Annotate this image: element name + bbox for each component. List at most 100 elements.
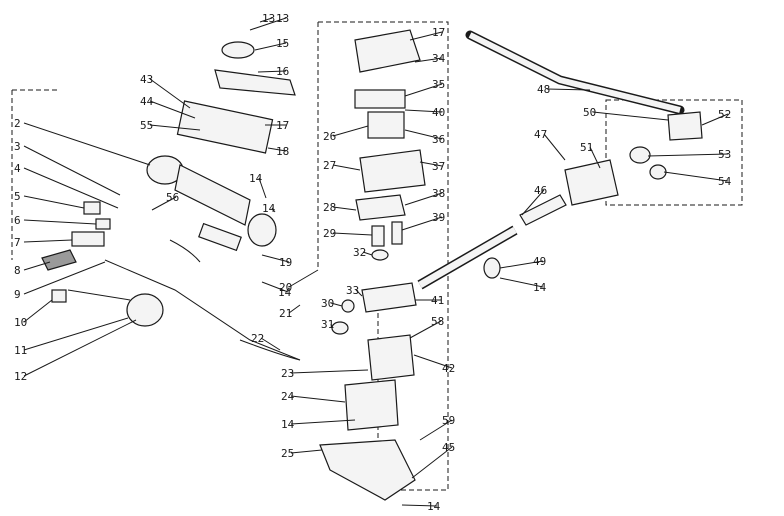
callout-label-8: 8 (14, 264, 21, 277)
callout-label-31: 31 (321, 318, 334, 331)
leader-line (401, 216, 443, 231)
part-7 (71, 231, 105, 247)
callout-label-59: 59 (442, 414, 455, 427)
leader-line (663, 171, 729, 182)
part-39 (391, 221, 403, 245)
part-34-cover (354, 29, 421, 73)
part-10 (51, 289, 67, 303)
leader-line (290, 449, 323, 454)
callout-label-13: 13 (276, 12, 289, 25)
leader-line (409, 31, 443, 41)
part-52-valve (667, 111, 703, 141)
leader-line (419, 161, 443, 167)
callout-label-58: 58 (431, 315, 444, 328)
leader-line (332, 206, 357, 211)
leader-line (23, 195, 85, 209)
callout-label-42: 42 (442, 362, 455, 375)
callout-label-49: 49 (533, 255, 546, 268)
part-35 (354, 89, 406, 109)
leader-line (546, 88, 591, 91)
leader-line (499, 260, 544, 269)
callout-label-9: 9 (14, 288, 21, 301)
leader-line (409, 320, 442, 339)
leader-line (23, 261, 106, 295)
leader-line (404, 83, 443, 97)
callout-label-22: 22 (251, 332, 264, 345)
callout-label-14: 14 (281, 418, 295, 431)
left-outline (11, 89, 60, 260)
callout-label-38: 38 (432, 187, 445, 200)
leader-line (23, 261, 51, 271)
leader-line (419, 419, 453, 441)
part-33-bracket (361, 282, 417, 313)
part-54 (649, 164, 667, 180)
callout-label-43: 43 (140, 73, 153, 86)
leader-line (267, 147, 287, 152)
leader-line (249, 17, 287, 31)
part-36 (367, 111, 405, 139)
leader-line (254, 42, 287, 51)
leader-line (401, 504, 438, 507)
leader-line (23, 219, 97, 225)
callout-label-53: 53 (718, 148, 731, 161)
callout-label-14: 14 (249, 172, 263, 185)
part-47-regulator (564, 159, 619, 206)
part-6 (95, 218, 111, 230)
leader-line (290, 419, 356, 425)
callout-label-19: 19 (279, 256, 292, 269)
callout-label-4: 4 (14, 162, 21, 175)
part-53 (629, 146, 651, 164)
part-8 (41, 249, 77, 271)
callout-label-54: 54 (718, 175, 732, 188)
leader-line (404, 129, 443, 140)
leader-line (257, 70, 287, 73)
leader-line (23, 299, 53, 323)
leader-line (332, 164, 361, 171)
callout-label-35: 35 (432, 78, 445, 91)
part-30 (341, 299, 355, 313)
part-5 (83, 201, 101, 215)
callout-label-10: 10 (14, 316, 27, 329)
leader-line (271, 207, 276, 213)
leader-line (23, 167, 119, 209)
callout-label-44: 44 (140, 95, 154, 108)
callout-label-46: 46 (534, 184, 547, 197)
leader-line (288, 304, 301, 314)
callout-label-56: 56 (166, 191, 179, 204)
leader-line (290, 395, 346, 403)
callout-label-5: 5 (14, 190, 21, 203)
callout-label-12: 12 (14, 370, 27, 383)
callout-label-11: 11 (14, 344, 27, 357)
leader-line (23, 122, 151, 166)
part-43-panel (176, 100, 274, 154)
leader-line (332, 232, 373, 236)
leader-line (258, 177, 267, 199)
part-32 (371, 249, 389, 261)
callout-label-29: 29 (323, 227, 336, 240)
callout-label-2: 2 (14, 117, 21, 130)
leader-line (414, 57, 443, 63)
part-15 (221, 41, 255, 59)
leader-line (260, 337, 281, 351)
leader-line (330, 302, 343, 307)
callout-label-17: 17 (432, 26, 445, 39)
callout-label-18: 18 (276, 145, 289, 158)
leader-line (362, 251, 373, 256)
callout-label-20: 20 (279, 281, 292, 294)
callout-label-36: 36 (432, 133, 445, 146)
callout-label-52: 52 (718, 108, 731, 121)
callout-label-45: 45 (442, 441, 455, 454)
part-46-pipe (519, 194, 567, 226)
leader-line (521, 189, 545, 216)
callout-label-28: 28 (323, 201, 336, 214)
callout-label-55: 55 (140, 119, 153, 132)
callout-label-15: 15 (276, 37, 289, 50)
callout-label-17: 17 (276, 119, 289, 132)
leader-line (404, 109, 443, 113)
leader-line (288, 269, 319, 288)
leader-line (592, 111, 669, 121)
part-49-clip (483, 257, 501, 279)
callout-label-47: 47 (534, 128, 547, 141)
callout-label-21: 21 (279, 307, 292, 320)
part-11-motor (126, 293, 164, 327)
